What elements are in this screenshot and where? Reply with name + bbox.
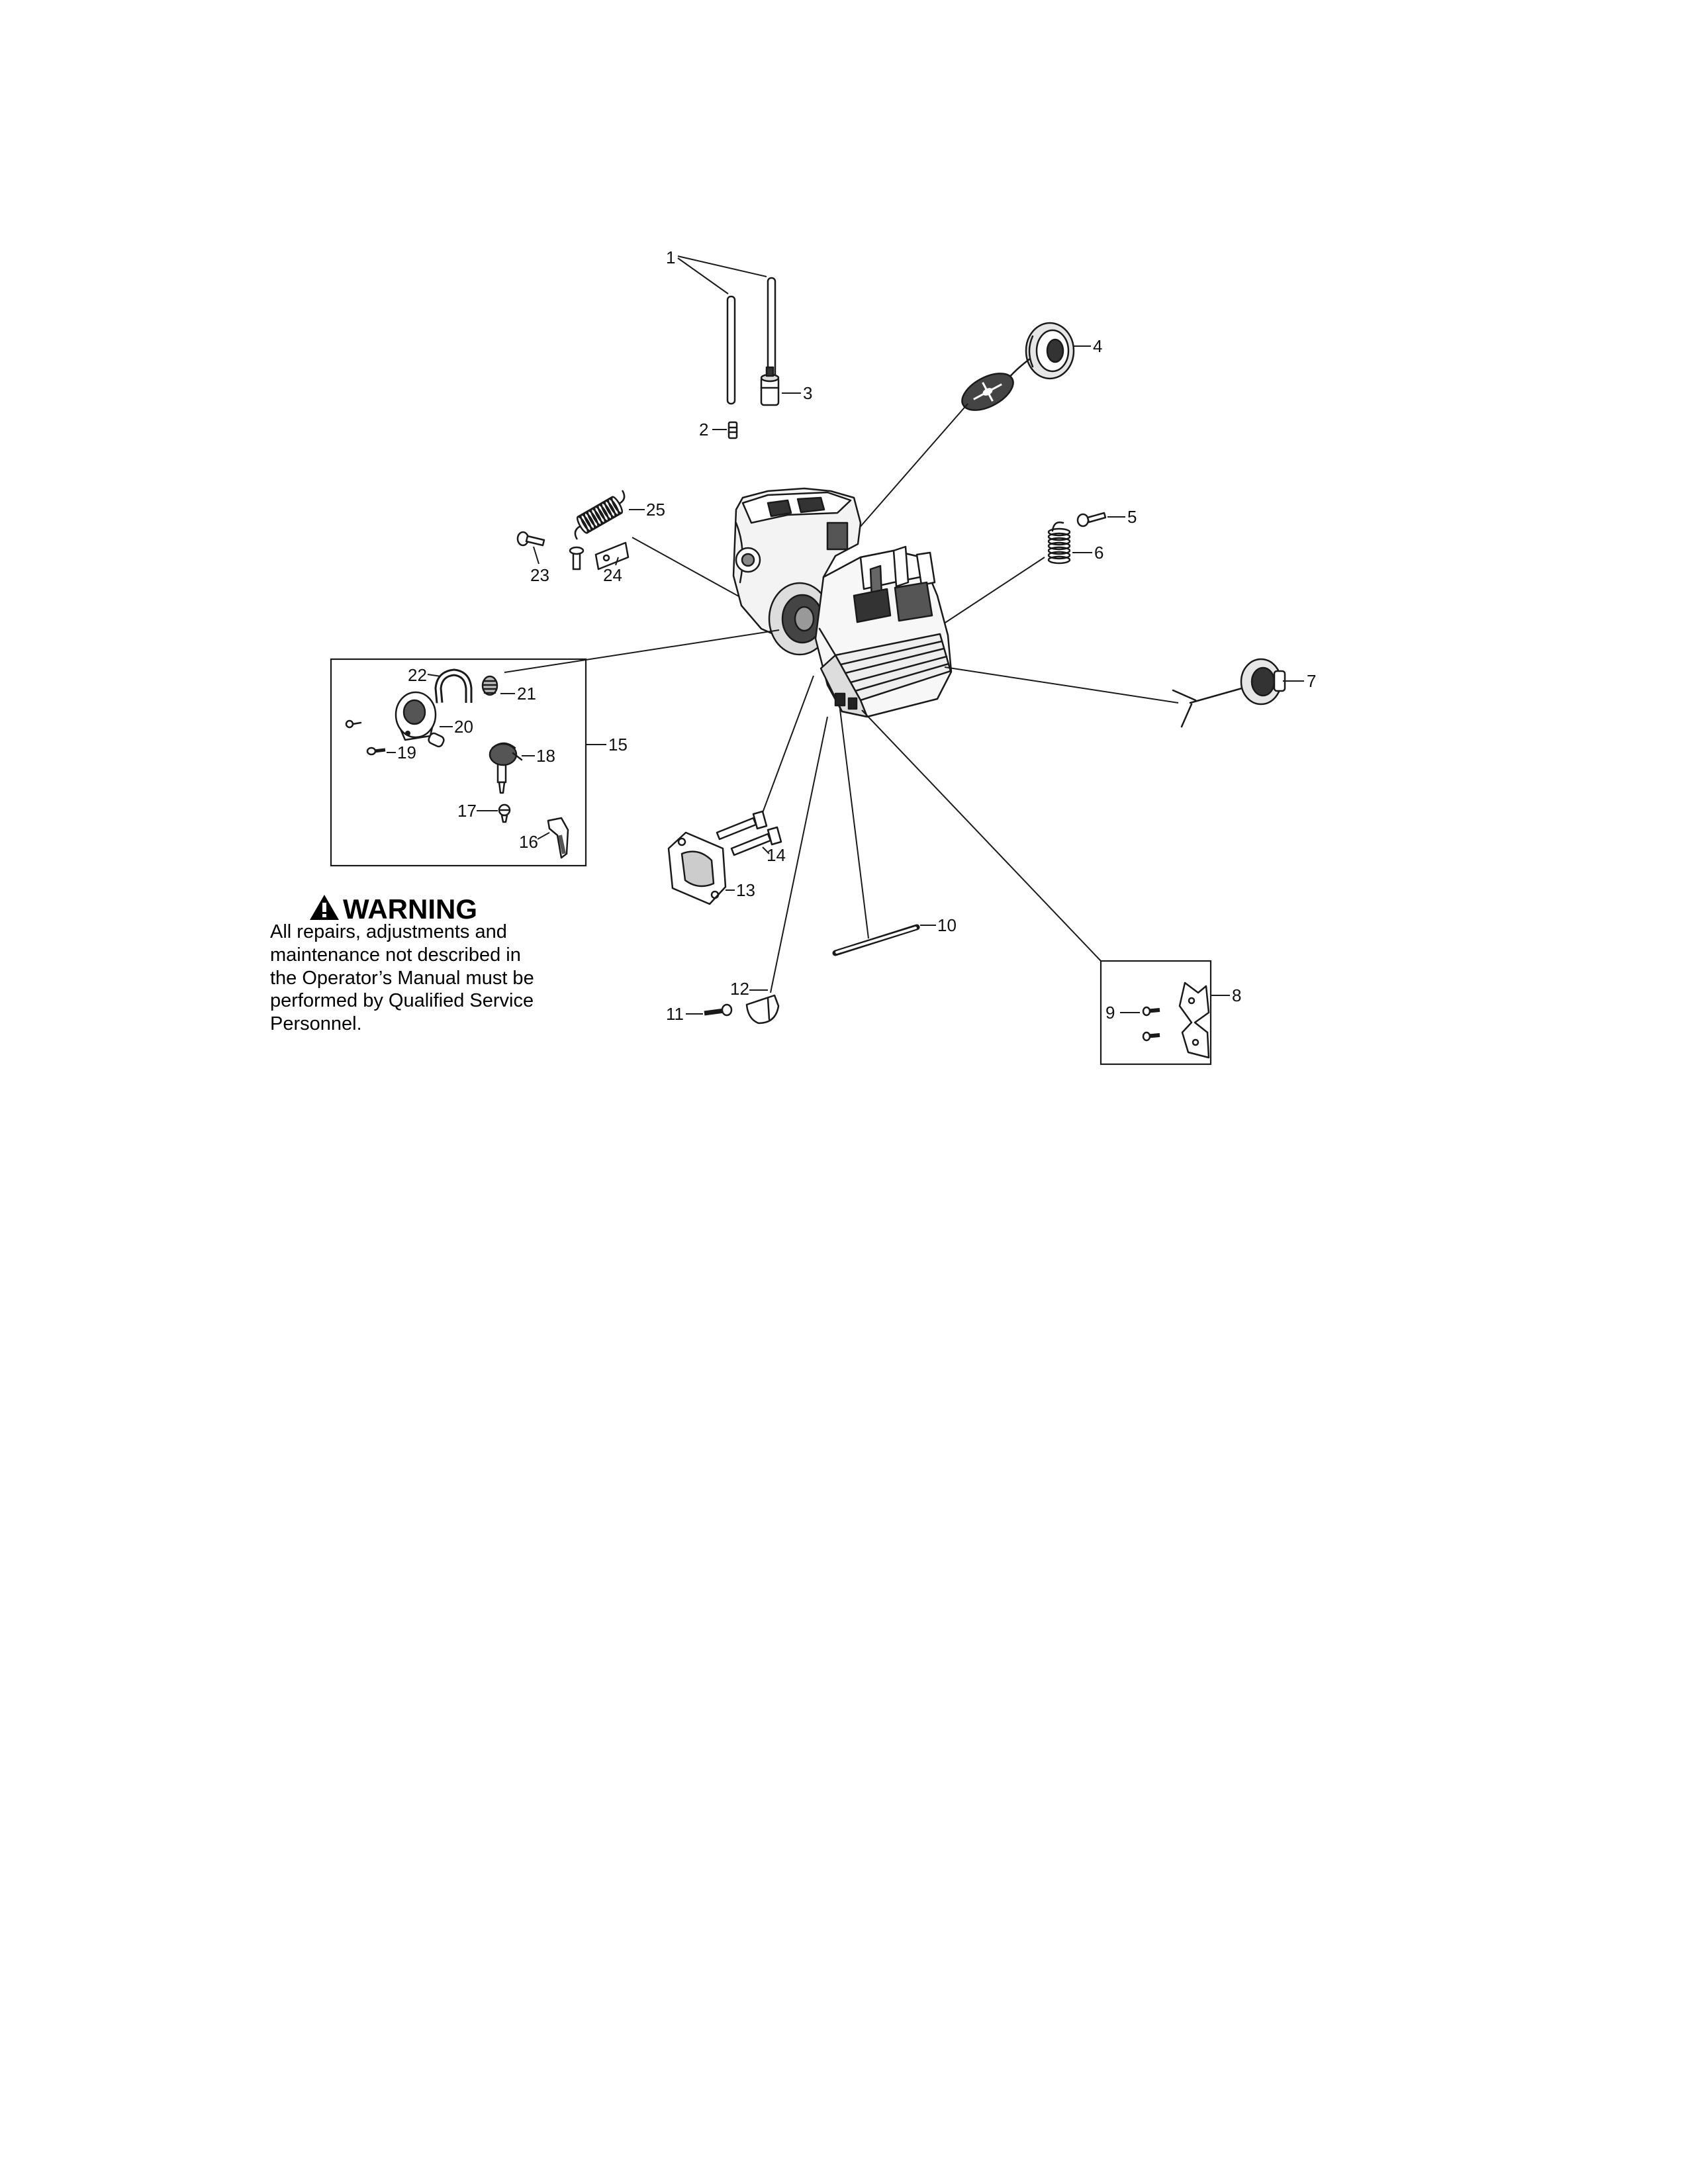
leader-7-to-housing <box>944 666 1179 704</box>
callout-21: 21 <box>517 684 536 704</box>
callout-8: 8 <box>1232 985 1241 1005</box>
leader-4-to-housing <box>857 403 968 530</box>
part-7-oil-cap <box>1172 658 1286 728</box>
callout-22: 22 <box>408 665 427 685</box>
part-25-spring <box>574 490 626 540</box>
part-23-screw <box>516 531 545 547</box>
part-12-bracket <box>745 994 780 1024</box>
part-1-rods <box>726 277 776 405</box>
warning-text-line: the Operator’s Manual must be <box>270 968 534 989</box>
pump-screw <box>345 719 362 729</box>
part-16-oil-line <box>547 817 569 859</box>
leader-14-to-housing <box>762 675 814 813</box>
callout-11: 11 <box>666 1004 684 1024</box>
callout-9: 9 <box>1105 1003 1115 1023</box>
part-10-rod <box>832 924 920 956</box>
callout-15: 15 <box>608 735 628 754</box>
part-24-plate <box>594 541 630 570</box>
crankcase-housing <box>732 487 953 718</box>
callout-7: 7 <box>1307 671 1316 691</box>
leader-12-to-housing <box>770 716 828 993</box>
callout-16: 16 <box>519 832 538 852</box>
callout-23: 23 <box>530 565 549 585</box>
callout-2: 2 <box>699 420 708 439</box>
part-9-screws <box>1142 1006 1160 1042</box>
part-2-fitting <box>727 421 738 439</box>
callout-12: 12 <box>730 979 749 999</box>
part-20-oil-pump <box>395 691 445 748</box>
warning-text-line: Personnel. <box>270 1013 362 1034</box>
callout-4: 4 <box>1093 336 1102 356</box>
leader-10-to-housing <box>839 704 869 939</box>
part-17-fitting <box>498 803 511 823</box>
part-18-pump-piston <box>489 742 523 794</box>
callout-20: 20 <box>454 717 473 737</box>
leader-24-to-housing <box>632 537 745 600</box>
warning-text-line: All repairs, adjustments and <box>270 921 507 942</box>
callout-10: 10 <box>937 915 957 935</box>
part-5-screw <box>1076 512 1107 527</box>
leader-23 <box>533 546 539 565</box>
callout-24: 24 <box>603 565 622 585</box>
callout-13: 13 <box>736 880 755 900</box>
callout-5: 5 <box>1127 507 1137 527</box>
part-19-screw <box>366 747 386 756</box>
part-15-kit-box <box>330 658 587 867</box>
leader-14 <box>762 846 770 854</box>
leader-15-to-housing <box>504 629 780 673</box>
part-22-spring-clip <box>434 668 473 704</box>
leader-24 <box>615 557 619 566</box>
part-6-spring <box>1047 522 1071 565</box>
part-21-worm-gear <box>481 675 498 696</box>
leader-16 <box>537 832 550 840</box>
part-8-bumper-spike <box>1178 981 1210 1059</box>
part-24-pin <box>569 546 585 570</box>
leader-6-to-housing <box>937 557 1045 628</box>
part-4-fuel-cap <box>961 322 1075 411</box>
leader-1 <box>677 255 767 295</box>
leader-8-to-housing <box>861 709 1102 962</box>
part-14-bolts <box>716 810 782 856</box>
part-11-screw <box>704 1003 733 1017</box>
leader-22 <box>427 674 442 677</box>
warning-text-line: maintenance not described in <box>270 944 521 966</box>
part-3-filter <box>760 366 780 406</box>
callout-1: 1 <box>666 248 675 267</box>
callout-18: 18 <box>536 746 555 766</box>
part-8-kit-box <box>1100 960 1212 1066</box>
part-13-cover-plate <box>667 831 727 905</box>
callout-17: 17 <box>457 801 477 821</box>
warning-triangle-icon <box>310 895 339 920</box>
warning-title: WARNING <box>343 893 477 925</box>
callout-3: 3 <box>803 383 812 403</box>
warning-text-line: performed by Qualified Service <box>270 990 534 1011</box>
callout-25: 25 <box>646 500 665 520</box>
callout-6: 6 <box>1094 543 1103 563</box>
callout-14: 14 <box>767 845 786 865</box>
callout-19: 19 <box>397 743 416 762</box>
